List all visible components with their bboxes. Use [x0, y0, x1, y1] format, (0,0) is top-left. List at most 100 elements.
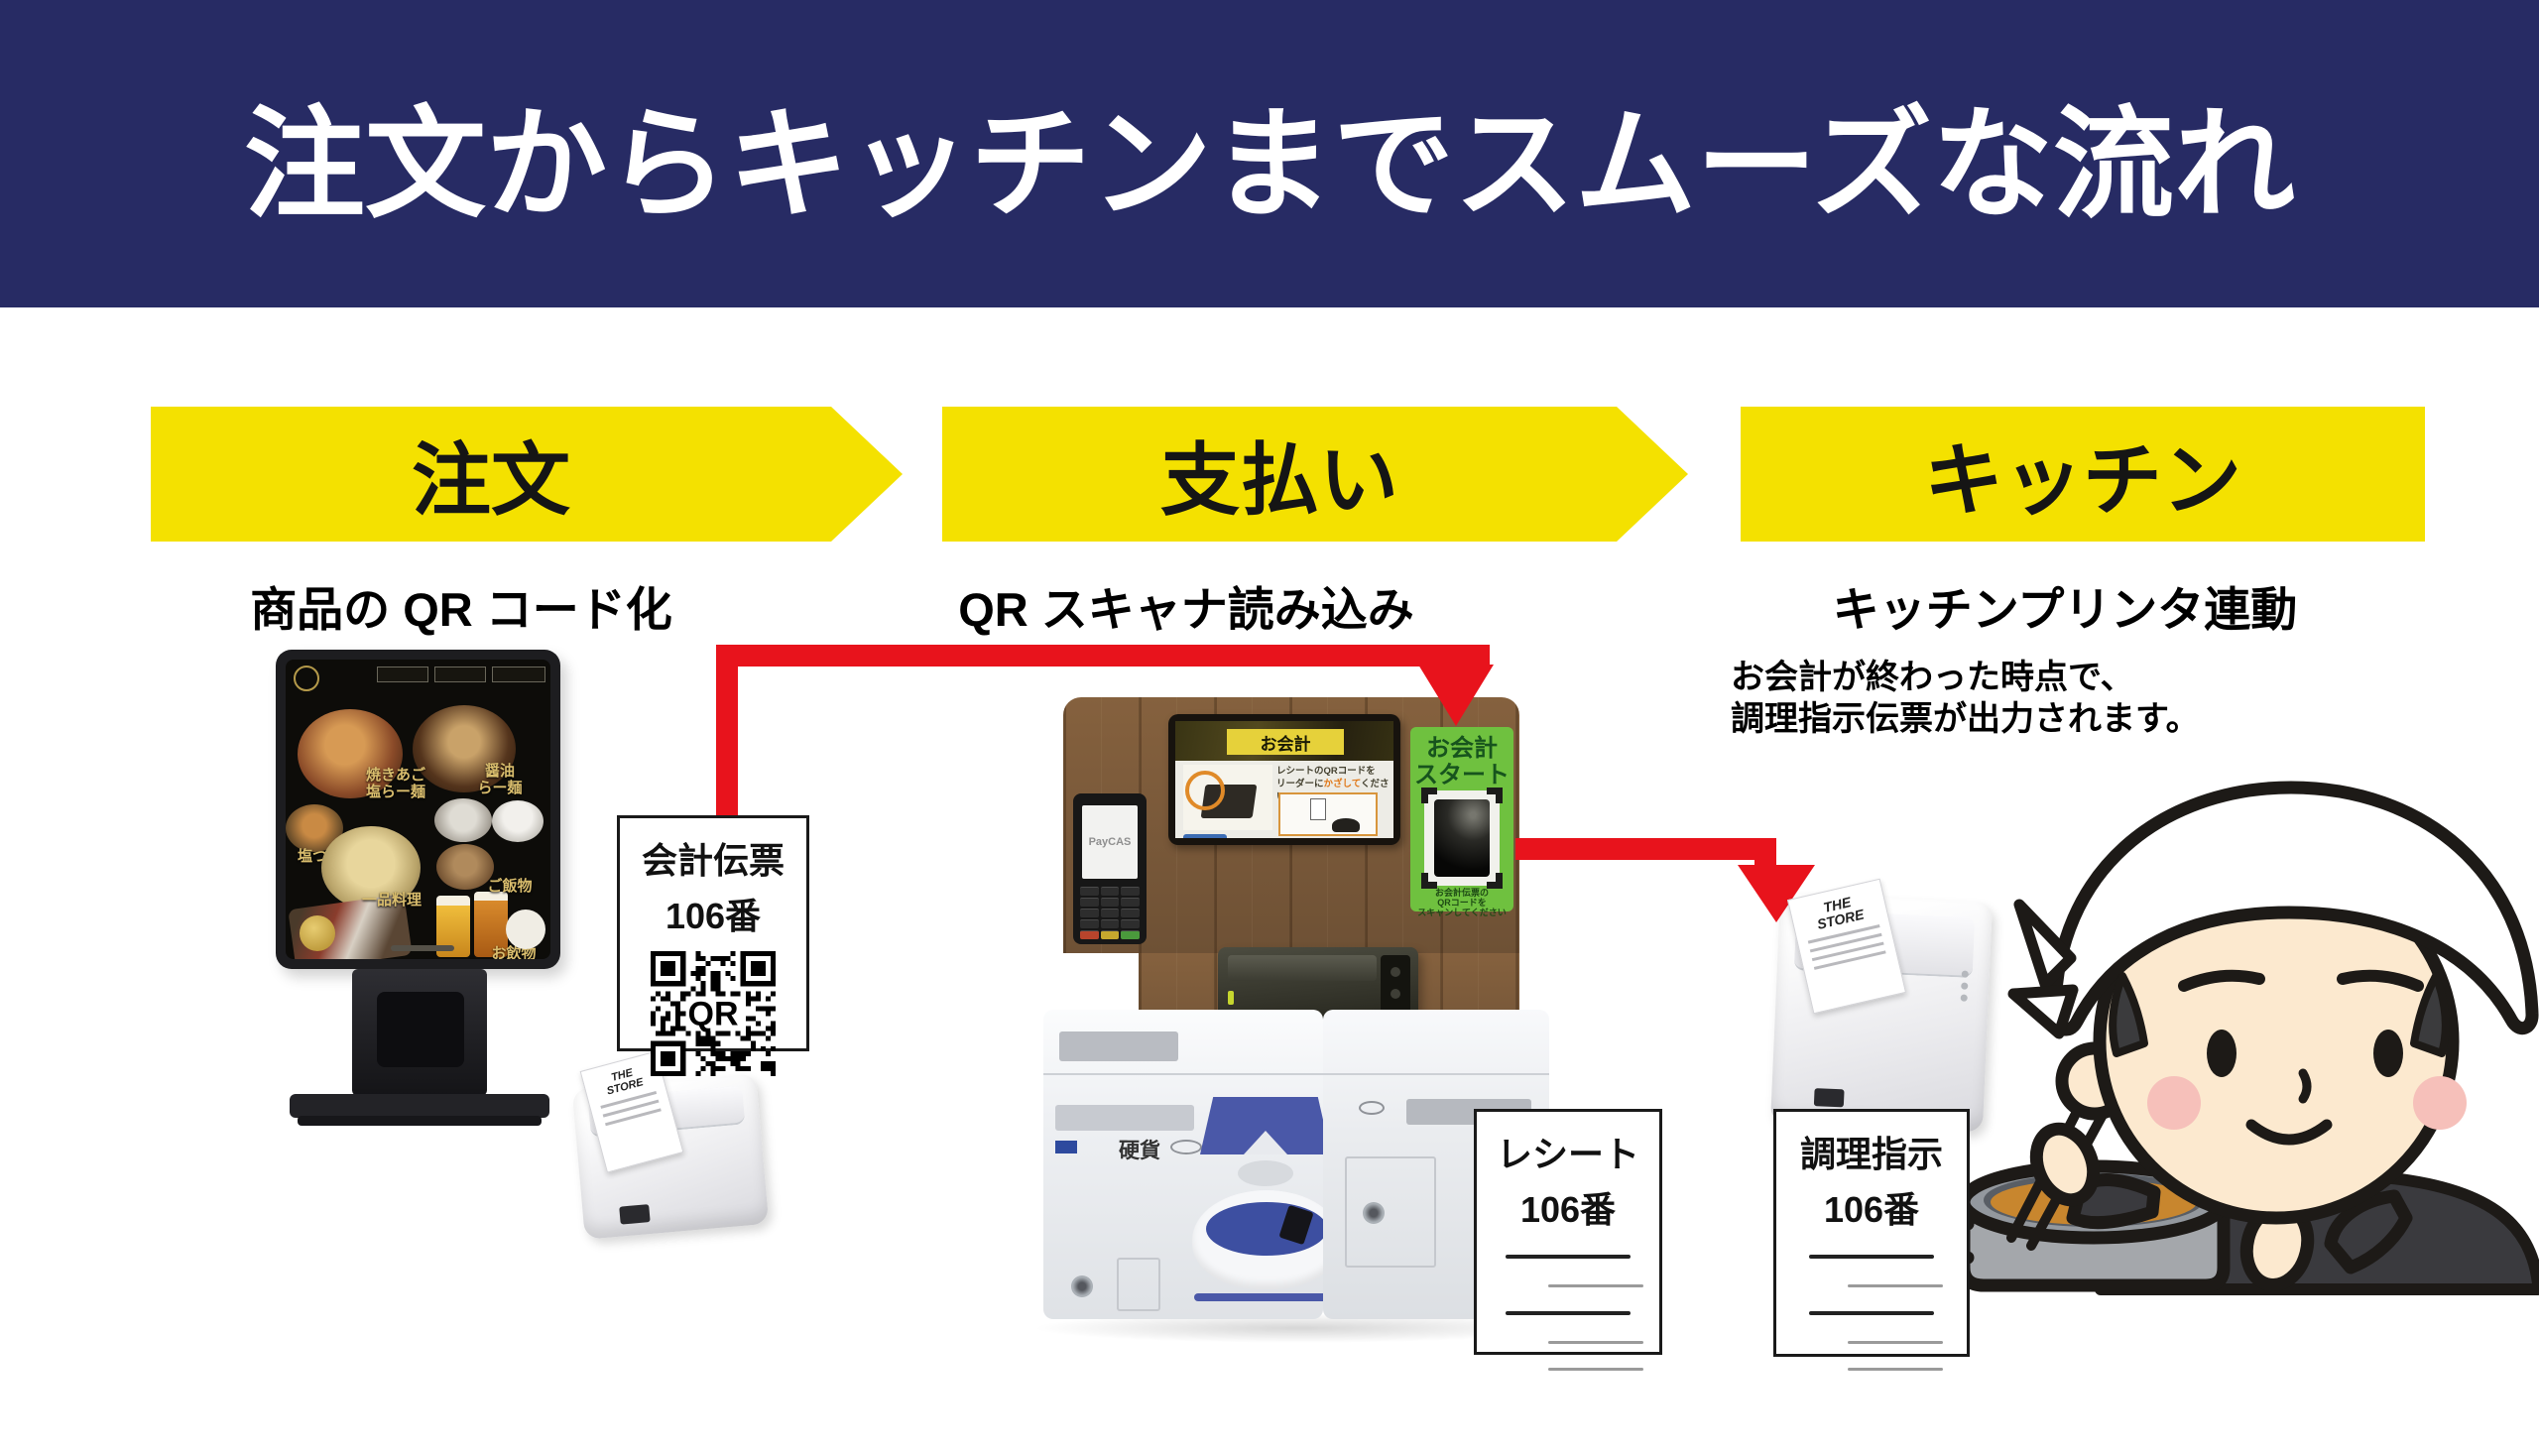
menu-nav-tab — [377, 667, 428, 682]
arrow-order-to-payment-head-icon — [1418, 665, 1494, 726]
register-coin-label: 硬貨 — [1119, 1140, 1160, 1162]
scanner-corner-icon — [1487, 873, 1503, 889]
menu-photo-rice — [492, 800, 544, 842]
order-slip-number: 106番 — [665, 896, 762, 936]
order-slip-card: 会計伝票 106番 QR — [617, 815, 809, 1076]
arrow-payment-to-kitchen-leg — [1754, 838, 1776, 872]
step-label-payment: 支払い — [1160, 436, 1398, 525]
menu-item-shoyu-ramen-label: 醤油 らー麺 — [477, 763, 523, 796]
chef-illustration — [1935, 781, 2539, 1295]
step-label-order: 注文 — [412, 436, 570, 525]
register-printer-lid — [1228, 955, 1377, 981]
menu-item-drinks-label: お飲物 — [491, 945, 537, 959]
scanner-window — [1434, 799, 1490, 877]
menu-photo-shoyu-ramen — [413, 705, 516, 792]
step-subtitle-order: 商品の QR コード化 — [250, 583, 672, 636]
menu-kiosk-base — [290, 1094, 549, 1118]
menu-kiosk-base-plate — [298, 1116, 542, 1126]
payment-screen-title-banner: お会計 — [1227, 729, 1344, 755]
mini-receipt-icon — [1310, 798, 1326, 820]
keyhole-icon — [1363, 1202, 1385, 1224]
cooking-slip-card: 調理指示 106番 — [1773, 1109, 1970, 1371]
receipt-slip-number: 106番 — [1519, 1189, 1617, 1230]
qr-center-label: QR — [687, 995, 738, 1032]
printer-switch — [619, 1203, 651, 1225]
checkout-start-note: お会計伝票の QRコードを スキャンしてください — [1417, 888, 1507, 917]
payment-terminal-keypad — [1080, 887, 1140, 939]
register-panel-strip — [1055, 1105, 1194, 1131]
screw-icon — [1359, 1101, 1385, 1115]
payment-screen-photo — [1183, 765, 1272, 830]
mini-scanner-icon — [1332, 818, 1360, 832]
register-seam — [1323, 1073, 1549, 1075]
cooking-slip-number: 106番 — [1823, 1189, 1920, 1230]
kitchen-note: お会計が終わった時点で、 調理指示伝票が出力されます。 — [1731, 657, 2200, 740]
payment-terminal-brand: PayCAS — [1088, 836, 1132, 848]
menu-photo-tsukemen — [321, 826, 421, 910]
scanner-corner-icon — [1421, 873, 1437, 889]
menu-photo-beer2 — [474, 892, 508, 957]
receipt-slip-card: レシート 106番 — [1474, 1109, 1662, 1371]
coin-tray-tab — [1238, 1160, 1293, 1186]
register-printer-led-icon — [1228, 991, 1234, 1005]
menu-item-appetizer-label: 一品料理 — [361, 892, 422, 909]
receipt-slip-lines — [1477, 1255, 1659, 1371]
checkout-start-title: お会計 スタート — [1414, 735, 1510, 789]
kitchen-note-line2: 調理指示伝票が出力されます。 — [1731, 700, 2200, 738]
receipt-slip-title: レシート — [1496, 1134, 1639, 1174]
register-door — [1117, 1258, 1160, 1311]
payment-screen-body: レシートのQRコードを リーダーにかざしてください — [1175, 761, 1393, 838]
register-logo-icon — [1055, 1141, 1077, 1153]
instruction-line1: レシートのQRコードを — [1276, 766, 1376, 777]
payment-screen-content: お会計 レシートのQRコードを リーダーにかざしてください — [1175, 721, 1393, 838]
qr-code: QR — [650, 951, 777, 1076]
step-subtitle-payment: QR スキャナ読み込み — [958, 583, 1414, 636]
printer-switch — [1813, 1088, 1845, 1108]
menu-item-shio-ramen-label: 焼きあご 塩らー麺 — [365, 767, 425, 800]
arrow-order-to-payment — [716, 645, 1490, 667]
menu-photo-rice-dish — [436, 844, 494, 890]
cooking-slip-title: 調理指示 — [1799, 1134, 1943, 1174]
cooking-slip-lines — [1776, 1255, 1967, 1371]
menu-kiosk-stand-slot — [377, 992, 464, 1067]
coin-slot-icon — [1170, 1140, 1202, 1154]
printer-buttons — [1961, 970, 1969, 978]
payment-screen-illustration — [1278, 792, 1378, 836]
keyhole-icon — [1071, 1275, 1093, 1297]
checkout-start-panel: お会計 スタート お会計伝票の QRコードを スキャンしてください — [1410, 727, 1513, 917]
coin-bowl-interior — [1206, 1202, 1327, 1256]
payment-terminal-screen: PayCAS — [1082, 805, 1138, 879]
coin-funnel — [1200, 1097, 1331, 1154]
menu-photo-shio-ramen — [298, 709, 403, 798]
menu-badge-white-icon — [506, 910, 545, 949]
step-banner-payment: 支払い — [942, 407, 1688, 542]
highlight-circle-icon — [1185, 771, 1225, 810]
step-label-kitchen: キッチン — [1924, 436, 2241, 525]
menu-item-rice-label: ご飯物 — [487, 878, 533, 895]
kitchen-note-line1: お会計が終わった時点で、 — [1731, 659, 2134, 696]
register-display — [1059, 1031, 1178, 1061]
menu-footer-logo-icon — [391, 945, 454, 951]
step-banner-order: 注文 — [151, 407, 903, 542]
menu-nav-tab — [492, 667, 545, 682]
menu-kiosk-screen: 塩つけ麺 焼きあご 塩らー麺 醤油 らー麺 ご飯物 一品料理 お飲物 — [286, 660, 550, 959]
register-door — [1345, 1156, 1436, 1268]
menu-photo-side-dish — [434, 798, 492, 842]
payment-screen-title: お会計 — [1260, 734, 1311, 754]
menu-badge-gold-icon — [300, 915, 335, 951]
coin-bowl-stripe — [1194, 1293, 1339, 1301]
register-seam — [1043, 1073, 1323, 1075]
qr-scanner — [1421, 788, 1503, 889]
step-banner-kitchen: キッチン — [1741, 407, 2425, 542]
page-title: 注文からキッチンまでスムーズな流れ — [244, 96, 2295, 232]
arrow-order-to-payment-leg — [716, 645, 738, 823]
step-subtitle-kitchen: キッチンプリンタ連動 — [1832, 583, 2298, 636]
menu-logo-icon — [294, 666, 319, 691]
order-slip-title: 会計伝票 — [641, 840, 785, 881]
coin-bowl — [1192, 1190, 1341, 1289]
scanner-corner-icon — [1421, 788, 1437, 803]
coin-register-unit: 硬貨 — [1043, 1010, 1341, 1319]
arrow-payment-to-kitchen — [1515, 838, 1767, 860]
payment-screen: お会計 レシートのQRコードを リーダーにかざしてください — [1168, 714, 1400, 845]
